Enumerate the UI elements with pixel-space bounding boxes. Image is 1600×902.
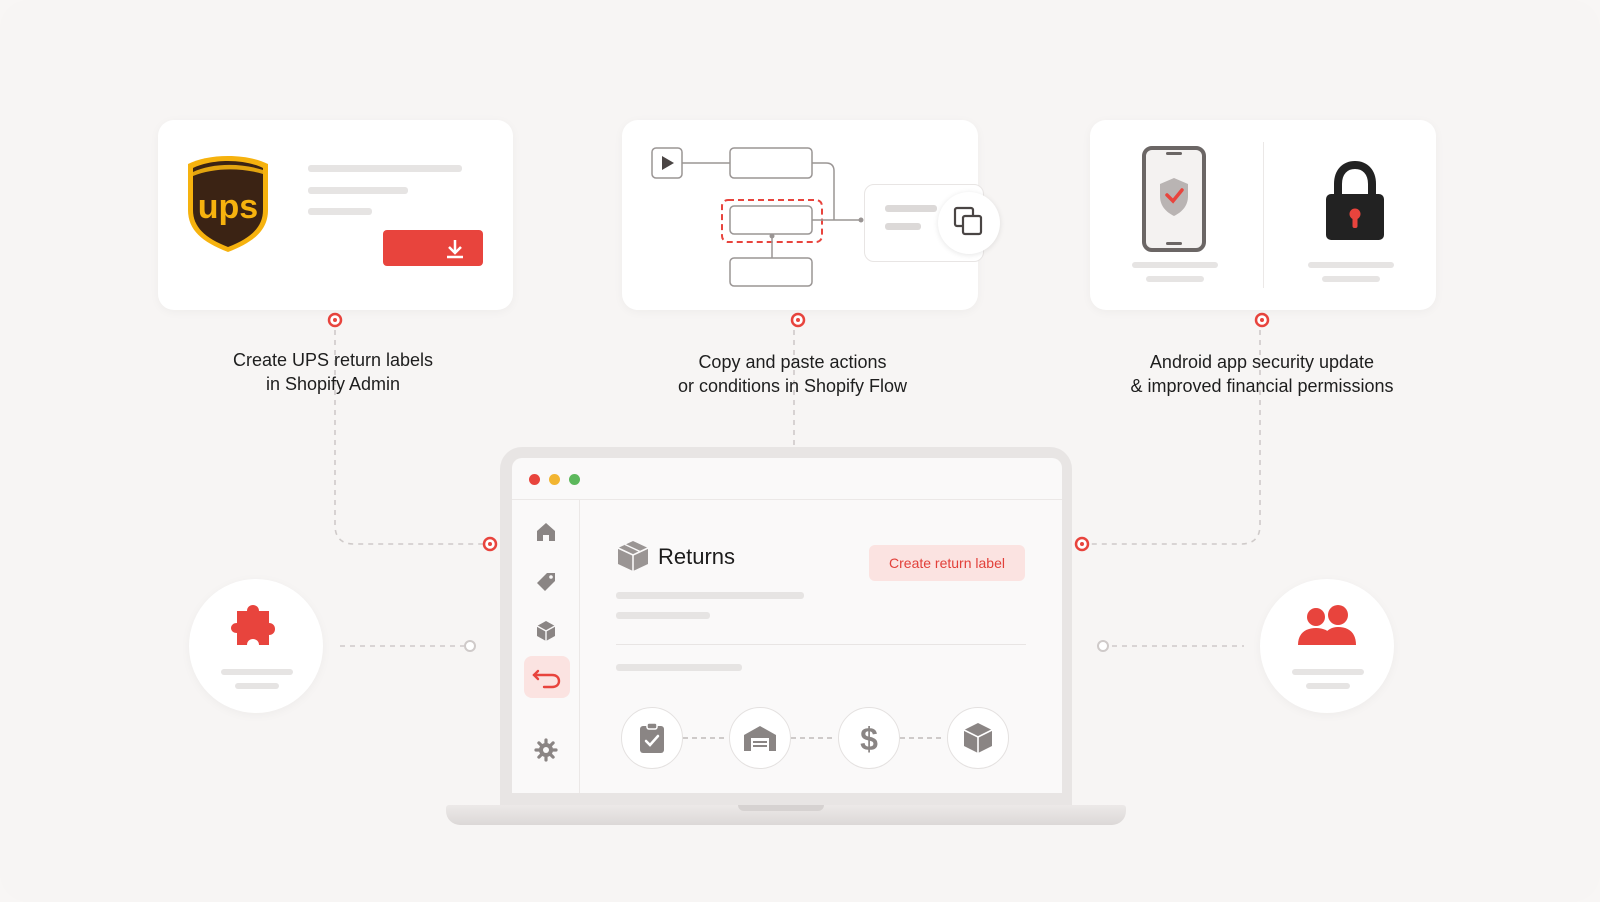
window-close-button[interactable] <box>529 474 540 485</box>
download-label-button[interactable] <box>383 230 483 266</box>
create-return-label-button[interactable]: Create return label <box>869 545 1025 581</box>
copy-button[interactable] <box>938 192 1000 254</box>
users-icon <box>1298 605 1356 645</box>
tag-icon[interactable] <box>534 570 558 594</box>
window-titlebar <box>512 458 1062 500</box>
svg-text:$: $ <box>860 721 878 756</box>
security-feature-card <box>1090 120 1436 310</box>
gear-icon[interactable] <box>534 738 558 762</box>
return-icon <box>532 669 561 689</box>
step-inspection <box>621 707 683 769</box>
box-icon <box>963 723 993 753</box>
connector-node <box>464 640 476 652</box>
app-sidebar <box>512 500 580 793</box>
phone-shield-icon <box>1142 146 1206 252</box>
step-restock <box>947 707 1009 769</box>
dollar-icon: $ <box>860 721 878 756</box>
ups-feature-card: ups <box>158 120 513 310</box>
window-maximize-button[interactable] <box>569 474 580 485</box>
ups-logo: ups <box>188 156 268 252</box>
laptop-base <box>446 805 1126 825</box>
sidebar-item-returns[interactable] <box>524 656 570 698</box>
flow-diagram <box>651 147 864 287</box>
step-connectors <box>683 737 942 739</box>
security-caption: Android app security update & improved f… <box>1130 352 1394 396</box>
warehouse-icon <box>744 726 776 751</box>
download-icon <box>447 240 463 259</box>
play-icon <box>662 156 674 170</box>
puzzle-icon <box>231 605 275 645</box>
lock-icon <box>1326 160 1384 240</box>
window-minimize-button[interactable] <box>549 474 560 485</box>
staff-node <box>1260 579 1394 713</box>
apps-node <box>189 579 323 713</box>
clipboard-check-icon <box>640 722 664 753</box>
flow-feature-card <box>622 120 978 310</box>
home-icon[interactable] <box>534 520 558 544</box>
copy-icon <box>953 206 983 236</box>
page-title: Returns <box>658 544 736 569</box>
app-window: Returns Create return label <box>512 458 1062 793</box>
step-warehouse <box>729 707 791 769</box>
connector-node <box>1097 640 1109 652</box>
laptop-notch <box>738 805 824 811</box>
returns-box-icon <box>617 541 649 571</box>
ups-caption: Create UPS return labels in Shopify Admi… <box>232 350 434 394</box>
svg-text:ups: ups <box>198 188 258 226</box>
box-icon[interactable] <box>534 619 558 643</box>
flow-caption: Copy and paste actions or conditions in … <box>677 352 908 396</box>
step-refund: $ <box>838 707 900 769</box>
